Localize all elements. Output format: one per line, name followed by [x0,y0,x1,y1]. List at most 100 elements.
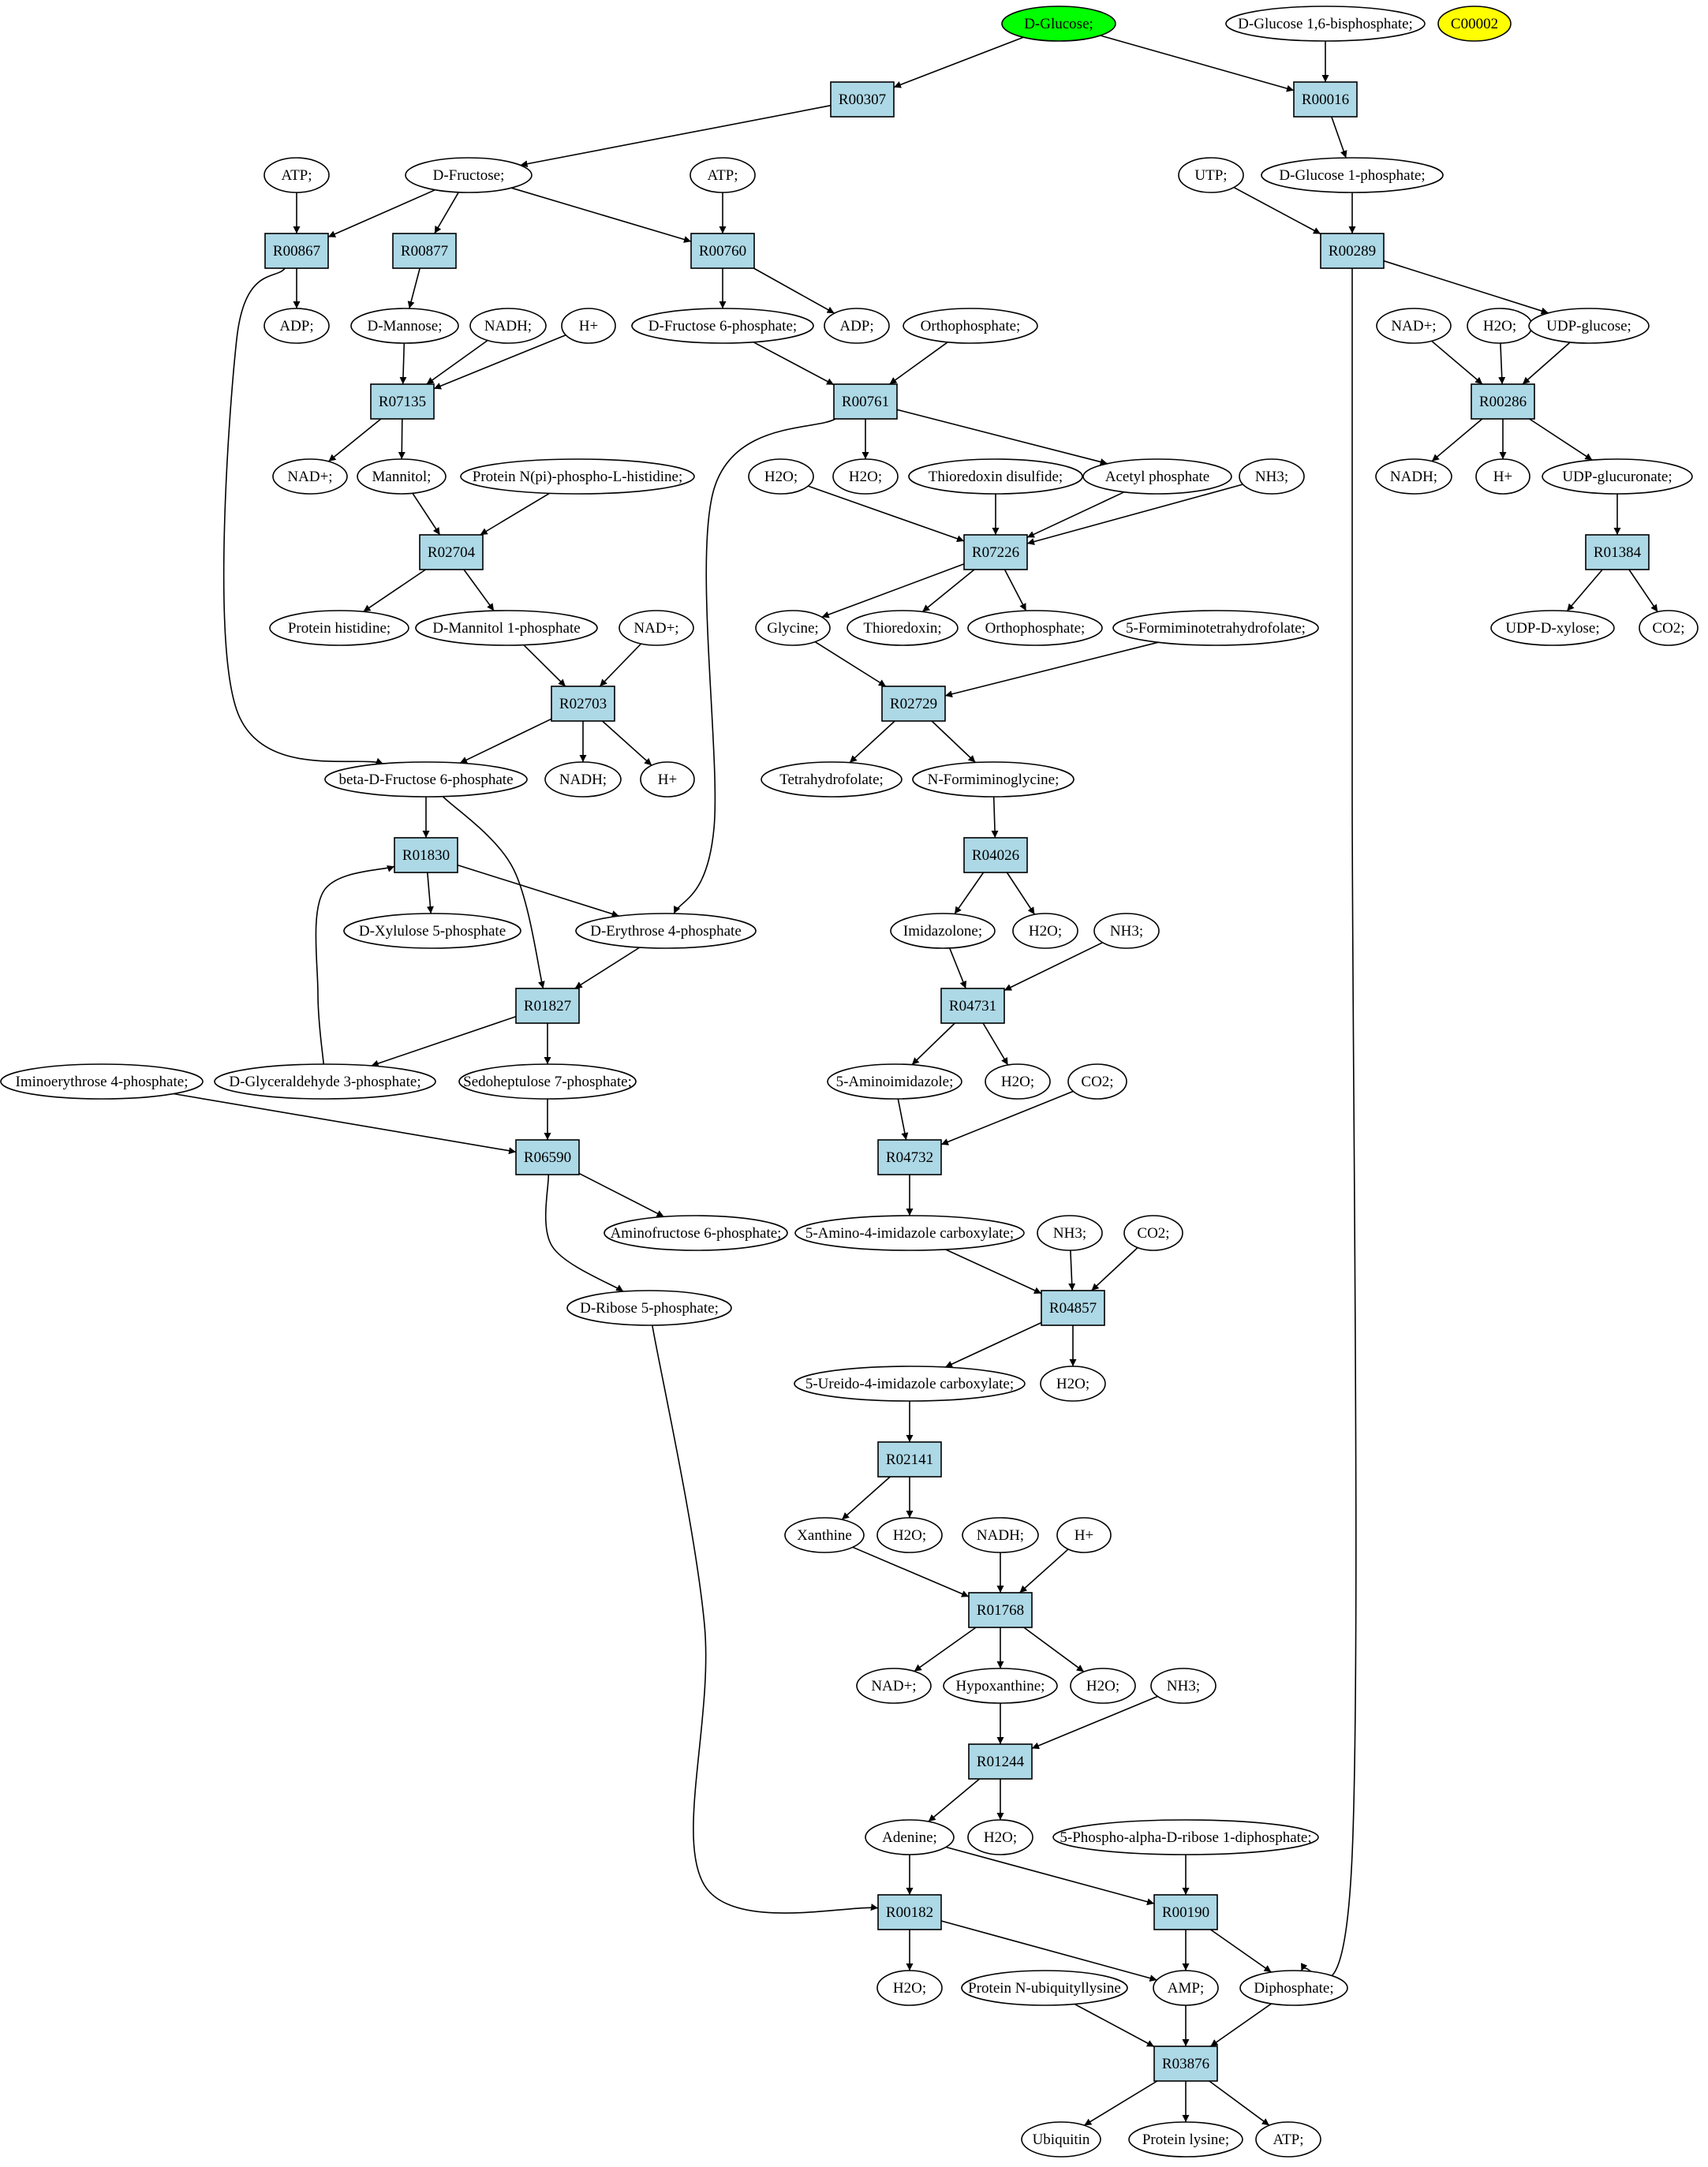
reaction-node[interactable]: R02729 [881,686,946,722]
compound-node[interactable]: D-Glyceraldehyde 3-phosphate; [214,1063,436,1100]
compound-node[interactable]: H+ [561,308,616,344]
compound-node[interactable]: 5-Ureido-4-imidazole carboxylate; [794,1366,1026,1402]
reaction-node[interactable]: R01384 [1585,534,1650,570]
reaction-node[interactable]: R01244 [968,1743,1033,1780]
compound-node[interactable]: UDP-glucuronate; [1542,458,1693,495]
reaction-node[interactable]: R00877 [392,233,457,269]
compound-node[interactable]: D-Mannose; [350,308,459,344]
compound-node[interactable]: UDP-glucose; [1528,308,1650,344]
compound-node[interactable]: Sedoheptulose 7-phosphate; [458,1063,637,1100]
compound-node[interactable]: Protein lysine; [1128,2121,1243,2158]
compound-node[interactable]: 5-Formiminotetrahydrofolate; [1112,610,1319,646]
compound-node[interactable]: H2O; [1012,913,1078,949]
reaction-node[interactable]: R00760 [690,233,755,269]
reaction-node[interactable]: R00182 [877,1894,942,1930]
compound-node[interactable]: Adenine; [865,1819,955,1855]
reaction-node[interactable]: R00289 [1320,233,1385,269]
reaction-node[interactable]: R06590 [515,1139,580,1175]
compound-node[interactable]: ADP; [824,308,890,344]
compound-node[interactable]: Protein N(pi)-phospho-L-histidine; [460,458,695,495]
compound-node[interactable]: Aminofructose 6-phosphate; [604,1215,788,1251]
compound-node[interactable]: CO2; [1123,1215,1183,1251]
compound-node[interactable]: H+ [640,761,695,798]
compound-node[interactable]: NH3; [1093,913,1160,949]
compound-node[interactable]: Protein N-ubiquityllysine [961,1970,1128,2006]
reaction-node[interactable]: R01827 [515,988,580,1024]
compound-node[interactable]: UTP; [1178,157,1244,193]
compound-node[interactable]: H2O; [832,458,899,495]
compound-node[interactable]: Iminoerythrose 4-phosphate; [0,1063,204,1100]
reaction-node[interactable]: R02704 [419,534,484,570]
compound-node[interactable]: Thioredoxin; [847,610,959,646]
compound-node[interactable]: NADH; [544,761,622,798]
reaction-node[interactable]: R00286 [1471,383,1535,420]
compound-node[interactable]: H+ [1475,458,1530,495]
compound-node[interactable]: ATP; [263,157,330,193]
compound-node[interactable]: ATP; [1255,2121,1321,2158]
compound-node[interactable]: Hypoxanthine; [943,1668,1058,1704]
compound-node[interactable]: D-Erythrose 4-phosphate [575,913,757,949]
compound-node[interactable]: beta-D-Fructose 6-phosphate [324,761,528,798]
compound-node[interactable]: Orthophosphate; [903,308,1038,344]
compound-node[interactable]: Ubiquitin [1021,2121,1101,2158]
compound-node[interactable]: Tetrahydrofolate; [761,761,903,798]
compound-node[interactable]: Diphosphate; [1239,1970,1348,2006]
reaction-node[interactable]: R00761 [833,383,898,420]
reaction-node[interactable]: R04731 [940,988,1005,1024]
compound-node[interactable]: D-Fructose 6-phosphate; [631,308,814,344]
compound-node[interactable]: ADP; [263,308,330,344]
compound-node[interactable]: ATP; [690,157,756,193]
compound-node[interactable]: CO2; [1067,1063,1127,1100]
compound-node[interactable]: NADH; [1375,458,1452,495]
reaction-node[interactable]: R04732 [877,1139,942,1175]
compound-node[interactable]: Thioredoxin disulfide; [908,458,1083,495]
reaction-node[interactable]: R01768 [968,1592,1033,1628]
compound-node[interactable]: NAD+; [1376,308,1452,344]
compound-node[interactable]: NH3; [1037,1215,1103,1251]
reaction-node[interactable]: R00867 [264,233,329,269]
reaction-node[interactable]: R07226 [963,534,1028,570]
reaction-node[interactable]: R02141 [877,1441,942,1478]
compound-node[interactable]: UDP-D-xylose; [1490,610,1615,646]
compound-node[interactable]: H2O; [1070,1668,1136,1704]
compound-node[interactable]: Xanthine [784,1517,865,1553]
compound-node[interactable]: Glycine; [755,610,831,646]
compound-node[interactable]: D-Glucose; [1001,6,1116,42]
compound-node[interactable]: Orthophosphate; [967,610,1103,646]
reaction-node[interactable]: R00307 [830,81,895,118]
compound-node[interactable]: NADH; [962,1517,1039,1553]
compound-node[interactable]: NAD+; [856,1668,932,1704]
compound-node[interactable]: 5-Aminoimidazole; [827,1063,962,1100]
reaction-node[interactable]: R00190 [1153,1894,1218,1930]
compound-node[interactable]: H+ [1056,1517,1112,1553]
compound-node[interactable]: 5-Amino-4-imidazole carboxylate; [794,1215,1025,1251]
compound-node[interactable]: H2O; [985,1063,1051,1100]
reaction-node[interactable]: R02703 [551,686,615,722]
compound-node[interactable]: H2O; [876,1970,943,2006]
compound-node[interactable]: 5-Phospho-alpha-D-ribose 1-diphosphate; [1052,1819,1319,1855]
reaction-node[interactable]: R01830 [394,837,458,873]
compound-node[interactable]: H2O; [748,458,814,495]
compound-node[interactable]: CO2; [1639,610,1699,646]
compound-node[interactable]: D-Mannitol 1-phosphate [415,610,598,646]
compound-node[interactable]: N-Formiminoglycine; [912,761,1075,798]
compound-node[interactable]: NH3; [1150,1668,1217,1704]
compound-node[interactable]: D-Glucose 1,6-bisphosphate; [1225,6,1426,42]
reaction-node[interactable]: R07135 [370,383,435,420]
compound-node[interactable]: C00002 [1437,6,1512,42]
compound-node[interactable]: Acetyl phosphate [1082,458,1232,495]
reaction-node[interactable]: R03876 [1153,2046,1218,2082]
compound-node[interactable]: NAD+; [619,610,694,646]
compound-node[interactable]: Protein histidine; [269,610,409,646]
compound-node[interactable]: D-Xylulose 5-phosphate [343,913,521,949]
reaction-node[interactable]: R04026 [963,837,1028,873]
compound-node[interactable]: NH3; [1239,458,1305,495]
compound-node[interactable]: H2O; [1040,1366,1106,1402]
compound-node[interactable]: D-Ribose 5-phosphate; [566,1290,732,1326]
reaction-node[interactable]: R00016 [1293,81,1358,118]
compound-node[interactable]: H2O; [876,1517,943,1553]
compound-node[interactable]: Mannitol; [357,458,447,495]
compound-node[interactable]: Imidazolone; [890,913,996,949]
reaction-node[interactable]: R04857 [1041,1290,1105,1326]
compound-node[interactable]: NAD+; [272,458,348,495]
